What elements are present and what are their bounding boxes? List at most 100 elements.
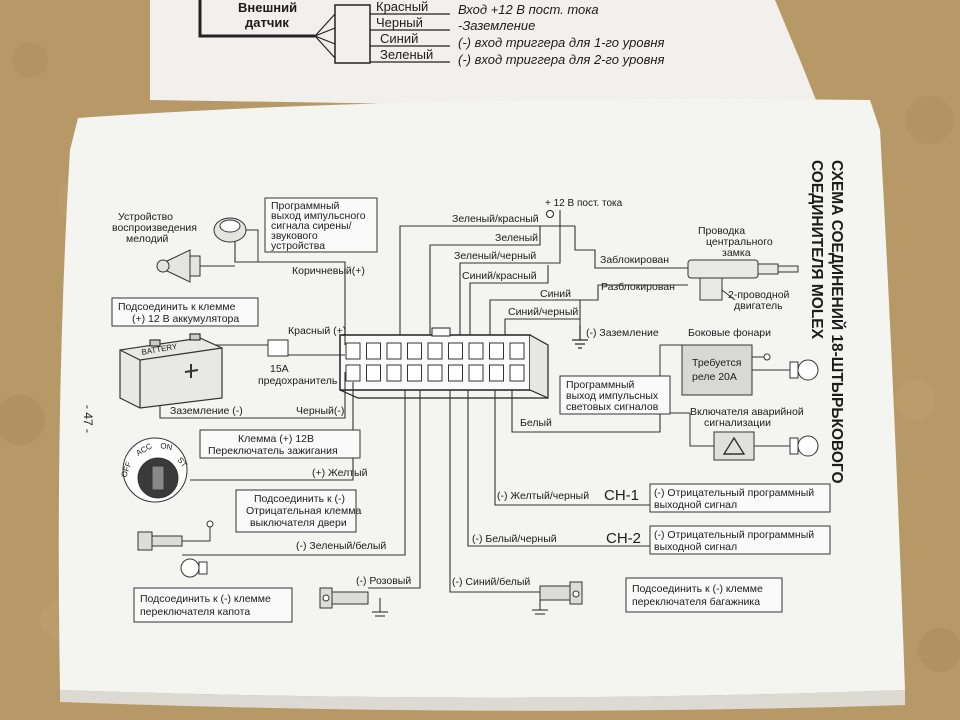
label-blue: Синий [540, 288, 571, 300]
connector-pins [345, 342, 525, 382]
wire-color-red: Красный [376, 0, 428, 14]
connector-pin [427, 342, 443, 360]
label-white: Белый [520, 417, 552, 429]
label-green-white: (-) Зеленый/белый [296, 540, 386, 552]
top-page-content: Внешний датчик Красный Черный Синий Зеле… [198, 0, 665, 67]
ch1-tag: CH-1 [604, 487, 639, 504]
connector-pin [427, 364, 443, 382]
label-2wire-1: 2-проводной [728, 289, 790, 301]
relay-box [681, 344, 753, 396]
diagram-title-1: СХЕМА СОЕДИНЕНИЙ 18-ШТЫРЬКОВОГО [828, 160, 846, 484]
connector-pin [386, 364, 402, 382]
ch1-box [649, 483, 831, 513]
molex-connector [339, 327, 549, 399]
label-green: Зеленый [495, 232, 538, 244]
wire-color-black: Черный [376, 15, 423, 30]
trunk-ground-symbol [532, 600, 548, 615]
door-text-1: Подсоединить к (-) [254, 493, 345, 505]
connector-pin [366, 342, 381, 360]
plus12-label: + 12 В пост. тока [545, 198, 623, 209]
battery-connect-2: (+) 12 В аккумулятора [132, 313, 239, 325]
siren-program-box [264, 197, 378, 253]
door-text-2: Отрицательная клемма [246, 505, 361, 517]
connector-pin [489, 364, 504, 382]
relay-wires [752, 356, 790, 371]
label-yellow-black: (-) Желтый/черный [497, 490, 589, 502]
siren-program-4: звукового [271, 230, 318, 242]
siren-program-3: сигнала сирены/ [271, 220, 352, 232]
sensor-label-2: датчик [245, 15, 289, 30]
ignition-text-1: Клемма (+) 12В [238, 433, 314, 445]
fuse-label-2: предохранитель [258, 375, 338, 387]
wire-color-blue: Синий [380, 31, 418, 46]
ch2-text-2: выходной сигнал [654, 541, 737, 553]
sensor-wires [314, 13, 336, 59]
wire-desc-green: (-) вход триггера для 2-го уровня [458, 52, 665, 67]
hood-text-2: переключателя капота [140, 606, 250, 618]
door-lock-actuator-icon [687, 259, 799, 301]
page-edge [60, 690, 905, 711]
fuse-label-1: 15A [270, 363, 289, 375]
sensor-plug [334, 4, 371, 64]
label-yellow-plus: (+) Желтый [312, 467, 368, 479]
wire-desc-red: Вход +12 В пост. тока [458, 2, 599, 17]
label-central-lock-1: Проводка [698, 225, 745, 237]
battery-icon [119, 333, 223, 409]
connector-pin [448, 364, 463, 382]
sensor-label-1: Внешний [238, 0, 297, 15]
ch1-text-2: выходной сигнал [654, 499, 737, 511]
label-green-black: Зеленый/черный [454, 250, 536, 262]
label-locked: Заблокирован [600, 254, 669, 266]
connector-pin [345, 364, 361, 382]
label-red-plus: Красный (+) [288, 325, 346, 337]
label-white-black: (-) Белый/черный [472, 533, 557, 545]
label-blue-red: Синий/красный [462, 270, 537, 282]
siren-program-2: выход импульсного [271, 210, 366, 222]
siren-speaker-icon [156, 249, 201, 283]
wire-desc-blue: (-) вход триггера для 1-го уровня [458, 35, 665, 50]
label-brown: Коричневый(+) [292, 265, 365, 277]
top-frame-line [198, 0, 315, 38]
relay-text-2: реле 20А [692, 371, 737, 383]
ch2-text-1: (-) Отрицательный программный [654, 529, 814, 541]
hazard-feed-wire [689, 413, 714, 447]
connector-pin [509, 364, 525, 382]
connector-pin [468, 364, 484, 382]
door-text-3: выключателя двери [250, 517, 347, 529]
battery-connect-box [111, 297, 259, 327]
left-wires [159, 240, 421, 589]
side-light-bulb-icon [789, 359, 819, 381]
melody-device-icon [213, 217, 247, 243]
hood-ground-symbol [372, 598, 388, 617]
plus12-terminal [546, 210, 554, 218]
right-wires [399, 210, 690, 593]
relay-terminal [763, 353, 771, 361]
melody-label-2: воспроизведения [112, 222, 197, 234]
light-program-2: выход импульсных [566, 390, 659, 402]
connector-pin [366, 364, 381, 382]
siren-program-5: устройства [271, 240, 325, 252]
trunk-text-1: Подсоединить к (-) клемме [632, 583, 763, 595]
connector-pin [407, 342, 422, 360]
hazard-bulb-icon [789, 435, 819, 457]
label-2wire-2: двигатель [734, 300, 783, 312]
door-terminal [206, 520, 214, 528]
hood-text-1: Подсоединить к (-) клемме [140, 593, 271, 605]
battery-connect-1: Подсоединить к клемме [118, 301, 236, 313]
wiring-diagram: - 47 - СХЕМА СОЕДИНЕНИЙ 18-ШТЫРЬКОВОГО С… [81, 160, 846, 623]
connector-pin [386, 342, 402, 360]
wire-color-green: Зеленый [380, 47, 433, 62]
ground-symbol [572, 325, 588, 349]
connector-pin [448, 342, 463, 360]
ign-on: ON [160, 441, 174, 452]
label-side-lights: Боковые фонари [688, 327, 771, 339]
relay-text-1: Требуется [692, 357, 741, 369]
connector-pin [489, 342, 504, 360]
ignition-switch-icon [122, 437, 188, 503]
hood-switch-icon [319, 587, 369, 609]
page-number: - 47 - [81, 405, 95, 433]
door-wires [182, 527, 211, 556]
trunk-switch-icon [539, 581, 583, 605]
light-program-1: Программный [566, 379, 635, 391]
